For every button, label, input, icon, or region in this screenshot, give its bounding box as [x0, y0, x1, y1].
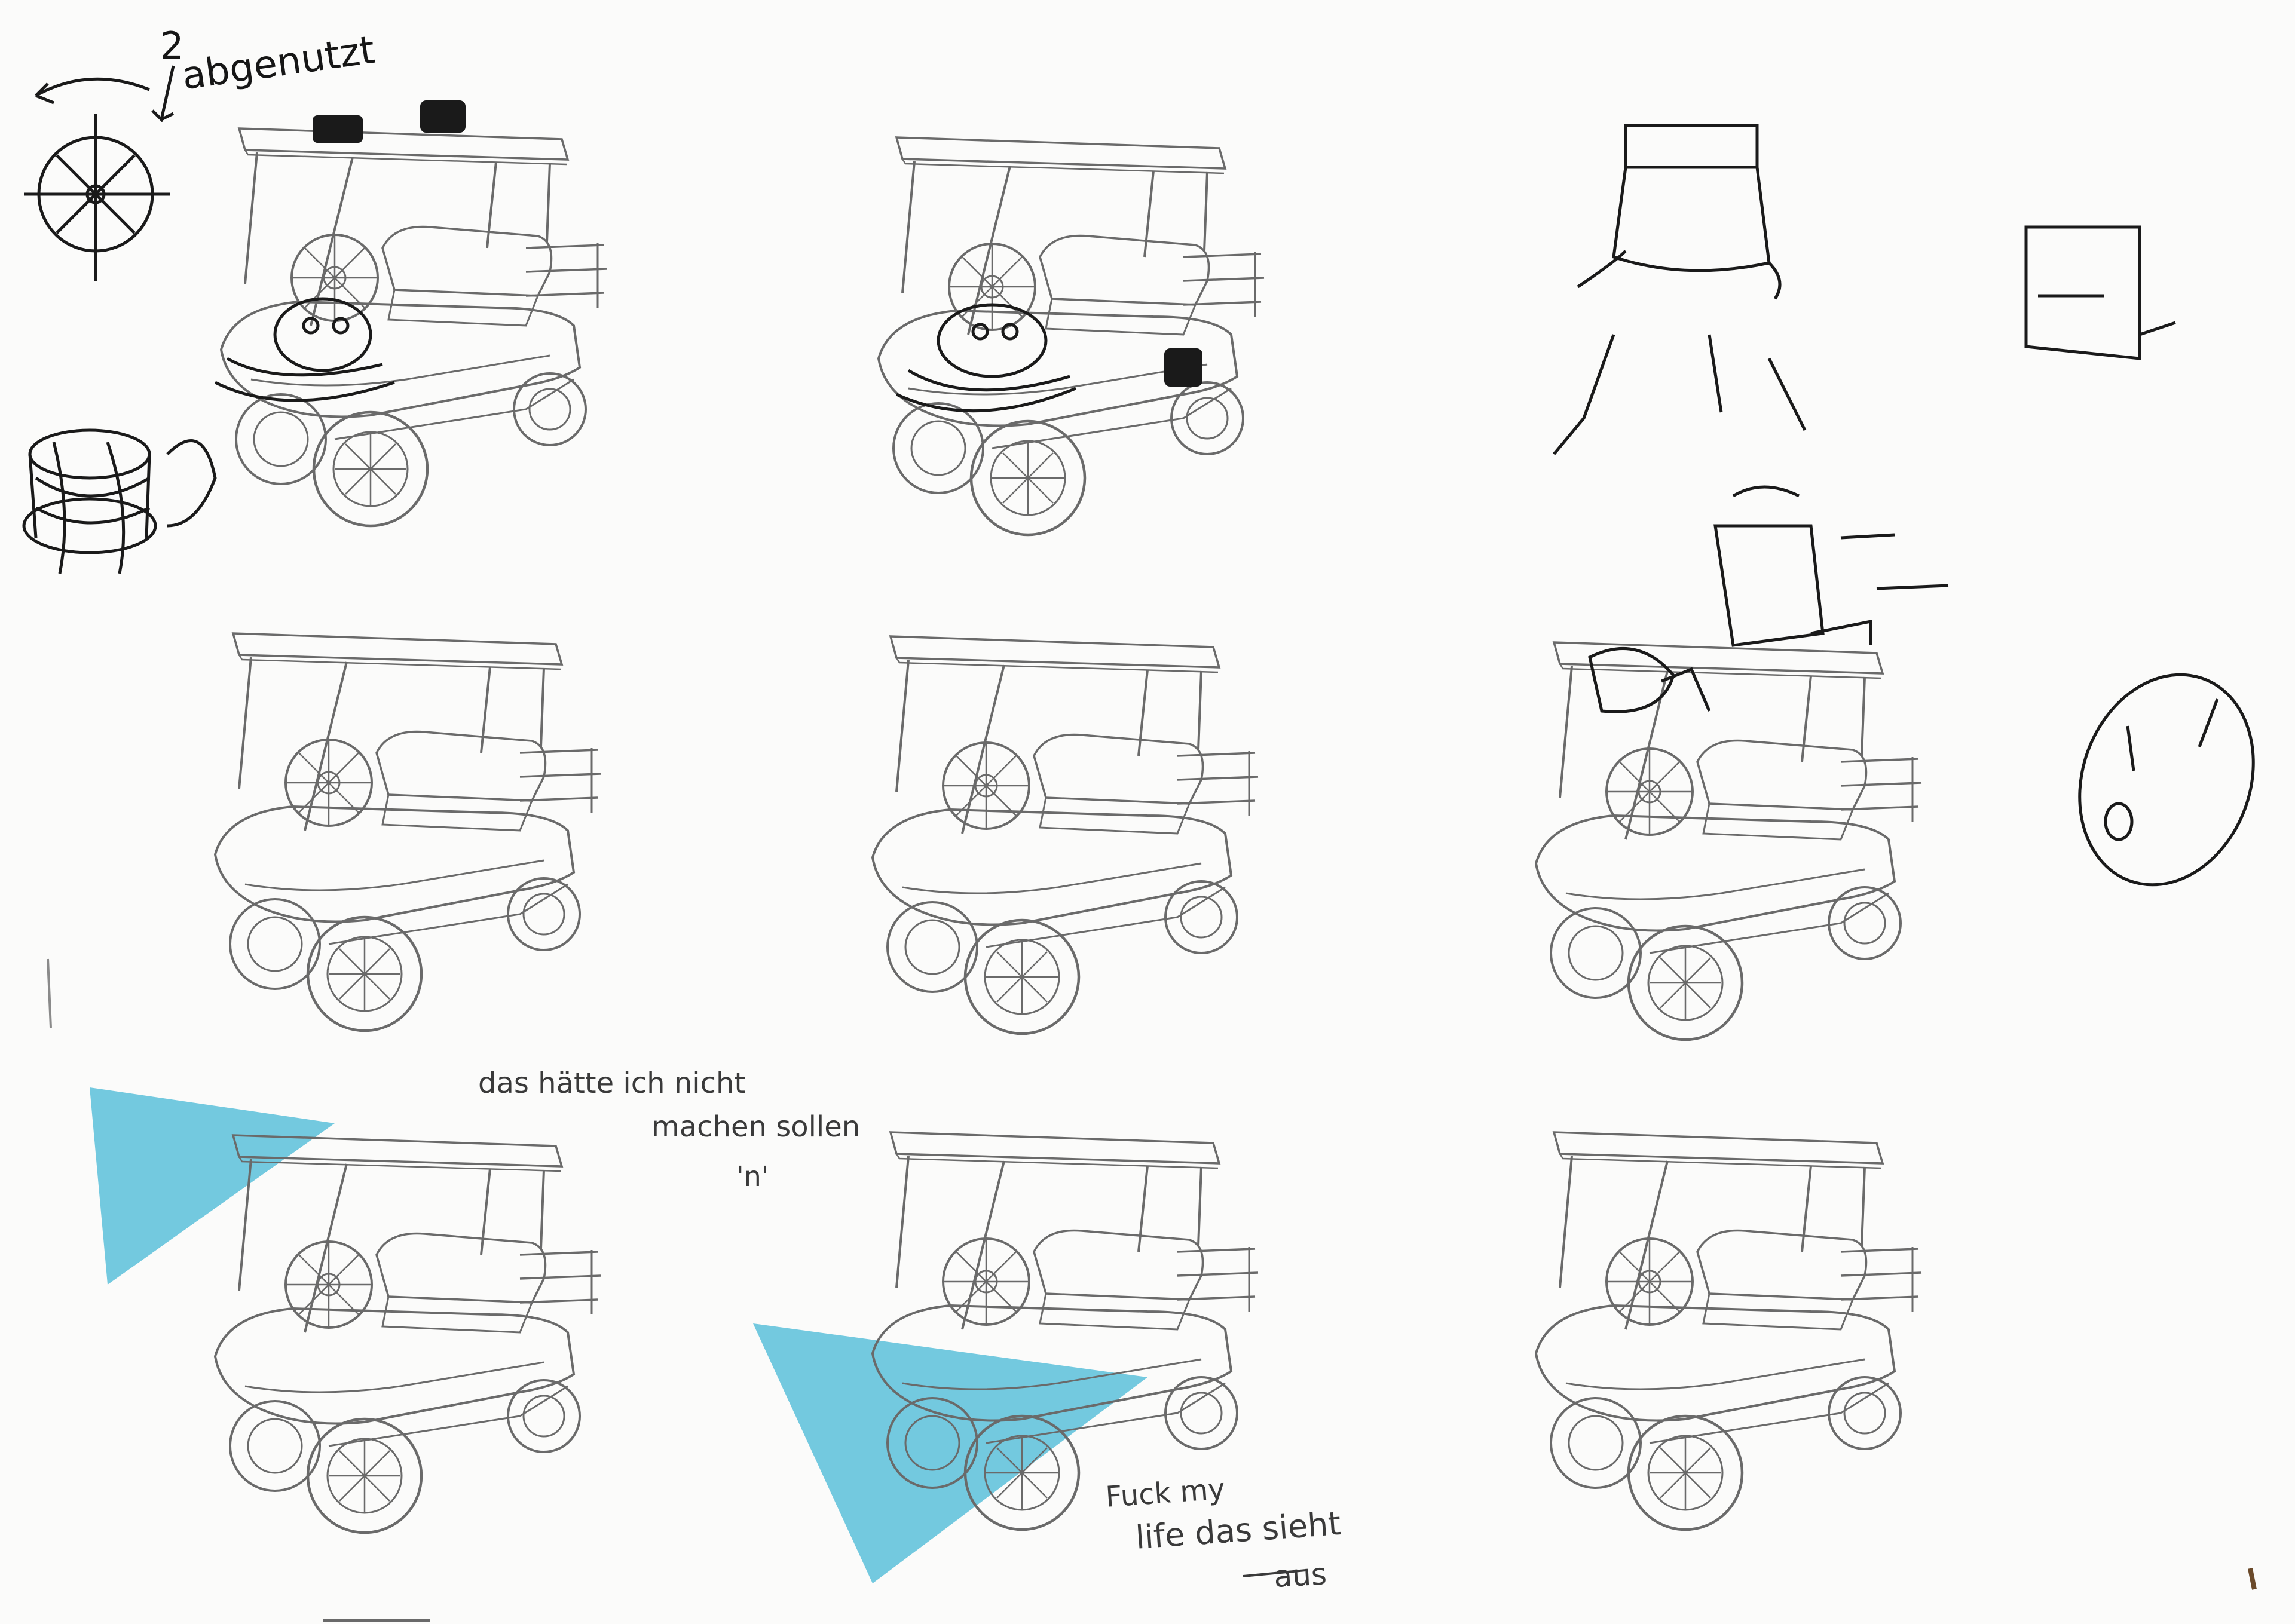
oval-face-sketch — [2078, 673, 2255, 887]
cart-blank — [873, 636, 1258, 1034]
side-note-line-3: aus — [1273, 1556, 1328, 1594]
wheel-count-note: 2 — [160, 24, 184, 68]
cow-skull-doodle — [895, 303, 1076, 413]
strikethrough-mark — [1243, 1569, 1306, 1577]
scribble-basket-doodle — [22, 428, 217, 574]
light-note-line-2: machen sollen — [651, 1110, 861, 1144]
cart-with-lamps-and-cow-skull — [221, 128, 607, 526]
cow-skull-doodle — [214, 297, 395, 402]
cart-blank — [1536, 1132, 1921, 1530]
blue-light-beam-side — [753, 1323, 1148, 1583]
light-note-line-1: das hätte ich nicht — [478, 1067, 746, 1100]
ship-wheel-doodle — [24, 65, 175, 281]
cart-with-blue-light-roof — [215, 1135, 601, 1533]
light-note-line-3: 'n' — [736, 1160, 769, 1193]
cart-with-skull-and-side-lamp — [879, 137, 1264, 535]
small-seat-sketch — [2024, 225, 2176, 360]
cart-blank — [215, 633, 601, 1031]
seat-sketch — [1553, 124, 1807, 455]
pencil-mark — [47, 958, 52, 1028]
cart-with-blue-light-side — [873, 1132, 1258, 1530]
smudge-mark — [2248, 1568, 2257, 1590]
roof-lamp-doodle — [313, 100, 1202, 387]
cart-with-roof-tower — [1536, 642, 1921, 1040]
roof-tower-sketch — [1588, 485, 1949, 713]
